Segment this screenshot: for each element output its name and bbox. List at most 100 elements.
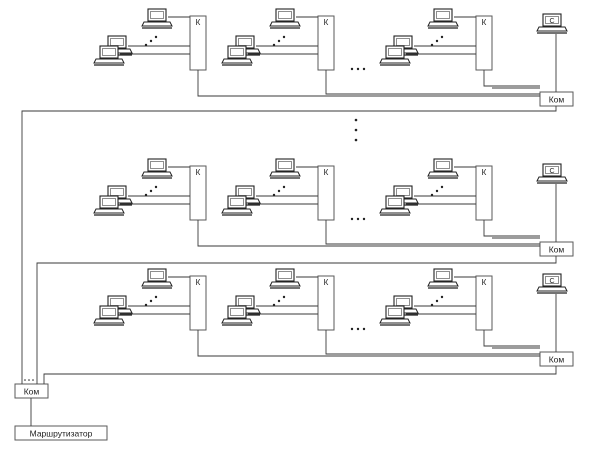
uplink-segment-2	[36, 256, 557, 384]
workgroup-cluster: К	[221, 268, 335, 331]
network-segment: К К К С Ком	[93, 268, 574, 367]
concentrator-label: К	[196, 18, 201, 27]
ellipsis-dot	[277, 39, 281, 43]
concentrator-label: К	[196, 278, 201, 287]
concentrator-link	[197, 330, 540, 357]
concentrator-label: К	[482, 18, 487, 27]
computer-icon	[387, 185, 419, 206]
ellipsis-dot	[144, 193, 148, 197]
ellipsis-dot	[282, 35, 286, 39]
computer-icon	[141, 158, 173, 179]
ellipsis-dot	[272, 303, 276, 307]
switch-box	[539, 241, 574, 257]
ellipsis-dot	[362, 67, 366, 71]
ellipsis-dot	[24, 379, 26, 381]
ellipsis-dot	[154, 185, 158, 189]
concentrator-link	[325, 220, 540, 245]
uplink-segment-1	[21, 106, 557, 384]
ellipsis-dot	[272, 43, 276, 47]
ellipsis-dot	[28, 379, 30, 381]
ellipsis-dot	[149, 189, 153, 193]
workgroup-cluster: К	[221, 8, 335, 71]
ellipsis-dot	[430, 303, 434, 307]
concentrator-label: К	[482, 278, 487, 287]
computer-icon	[427, 158, 459, 179]
ellipsis-dot	[362, 217, 366, 221]
computer-icon	[427, 268, 459, 289]
ellipsis-dot	[154, 295, 158, 299]
router-box	[14, 425, 108, 441]
workgroup-cluster: К	[93, 8, 207, 71]
ellipsis-dot	[32, 379, 34, 381]
computer-icon	[141, 268, 173, 289]
ellipsis-dot	[149, 299, 153, 303]
ellipsis-dot	[350, 327, 354, 331]
ellipsis-dot	[354, 118, 358, 122]
concentrator-link	[325, 70, 540, 95]
ellipsis-dot	[440, 35, 444, 39]
workgroup-cluster: К	[93, 268, 207, 331]
concentrator-link	[483, 330, 540, 347]
ellipsis-dot	[356, 217, 360, 221]
computer-icon	[93, 45, 125, 66]
ellipsis-dot	[277, 299, 281, 303]
concentrator-label: К	[324, 168, 329, 177]
switch-box	[539, 351, 574, 367]
computer-icon	[221, 45, 253, 66]
ellipsis-dot	[282, 295, 286, 299]
server-computer-icon: С	[536, 163, 568, 184]
ellipsis-dot	[435, 299, 439, 303]
concentrator-link	[197, 220, 540, 247]
ellipsis-dot	[350, 67, 354, 71]
server-label: С	[549, 278, 554, 285]
uplink-segment-3	[43, 366, 557, 384]
ellipsis-dot	[282, 185, 286, 189]
ellipsis-dot	[144, 303, 148, 307]
ellipsis-dot	[430, 193, 434, 197]
ellipsis-dot	[440, 295, 444, 299]
main-switch: Ком	[14, 383, 49, 399]
router: Маршрутизатор	[14, 425, 108, 441]
ellipsis-dot	[440, 185, 444, 189]
computer-icon	[269, 268, 301, 289]
ellipsis-dot	[354, 138, 358, 142]
switch-label: Ком	[549, 95, 565, 105]
concentrator-link	[483, 220, 540, 237]
concentrator-label: К	[482, 168, 487, 177]
switch-label: Ком	[549, 245, 565, 255]
concentrator-link	[197, 70, 540, 97]
workgroup-cluster: К	[93, 158, 207, 221]
concentrator-link	[483, 70, 540, 87]
workgroup-cluster: К	[379, 8, 493, 71]
ellipsis-dot	[154, 35, 158, 39]
computer-icon	[379, 45, 411, 66]
computer-icon	[93, 305, 125, 326]
ellipsis-dot	[362, 327, 366, 331]
ellipsis-dot	[144, 43, 148, 47]
server-computer-icon: С	[536, 13, 568, 34]
computer-icon	[221, 195, 253, 216]
ellipsis-dot	[354, 128, 358, 132]
main-switch-box	[14, 383, 49, 399]
router-label: Маршрутизатор	[30, 429, 93, 439]
switch-box	[539, 91, 574, 107]
ellipsis-dot	[356, 67, 360, 71]
computer-icon	[427, 8, 459, 29]
ellipsis-dot	[435, 189, 439, 193]
main-switch-label: Ком	[24, 387, 40, 397]
ellipsis-dot	[350, 217, 354, 221]
server-label: С	[549, 168, 554, 175]
server-computer-icon: С	[536, 273, 568, 294]
computer-icon	[379, 195, 411, 216]
concentrator-label: К	[324, 278, 329, 287]
switch-label: Ком	[549, 355, 565, 365]
concentrator-link	[325, 330, 540, 355]
computer-icon	[221, 305, 253, 326]
concentrator-label: К	[324, 18, 329, 27]
computer-icon	[379, 305, 411, 326]
ellipsis-dot	[277, 189, 281, 193]
workgroup-cluster: К	[221, 158, 335, 221]
computer-icon	[269, 158, 301, 179]
ellipsis-dot	[272, 193, 276, 197]
workgroup-cluster: К	[379, 268, 493, 331]
